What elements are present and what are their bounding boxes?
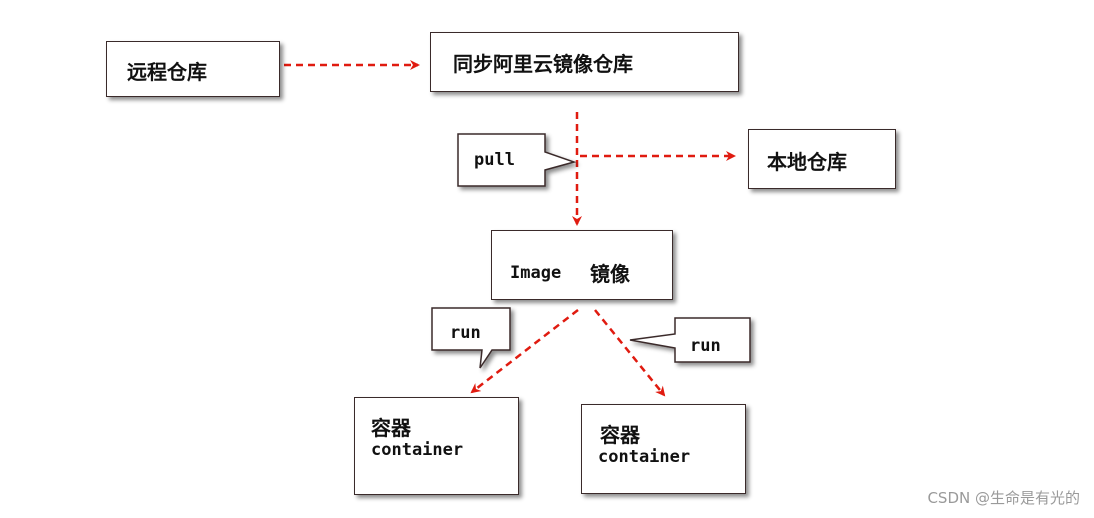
container-left-title: 容器: [371, 416, 411, 440]
remote-repo-label: 远程仓库: [127, 60, 207, 84]
image-label-suffix: 镜像: [590, 262, 630, 286]
container-box-right: 容器 container: [581, 404, 746, 494]
arrow-image-to-container-left: [470, 309, 579, 394]
remote-repo-box: 远程仓库: [106, 41, 280, 97]
container-left-sub: container: [371, 440, 464, 460]
aliyun-mirror-box: 同步阿里云镜像仓库: [430, 32, 739, 92]
arrow-image-to-container-right: [594, 309, 666, 397]
aliyun-mirror-label: 同步阿里云镜像仓库: [453, 52, 633, 76]
local-repo-label: 本地仓库: [767, 150, 847, 174]
container-right-title: 容器: [600, 423, 640, 447]
image-label-prefix: Image: [510, 263, 562, 283]
container-box-left: 容器 container: [354, 397, 519, 495]
run-label-left: run: [450, 323, 481, 343]
pull-label: pull: [474, 150, 515, 170]
run-label-right: run: [690, 336, 721, 356]
image-box: Image 镜像: [491, 230, 673, 300]
run-callout-right: [629, 317, 751, 363]
local-repo-box: 本地仓库: [748, 129, 896, 189]
container-right-sub: container: [598, 447, 691, 467]
watermark: CSDN @生命是有光的: [927, 489, 1080, 507]
run-callout-left: [431, 307, 511, 369]
pull-callout: [457, 133, 577, 187]
